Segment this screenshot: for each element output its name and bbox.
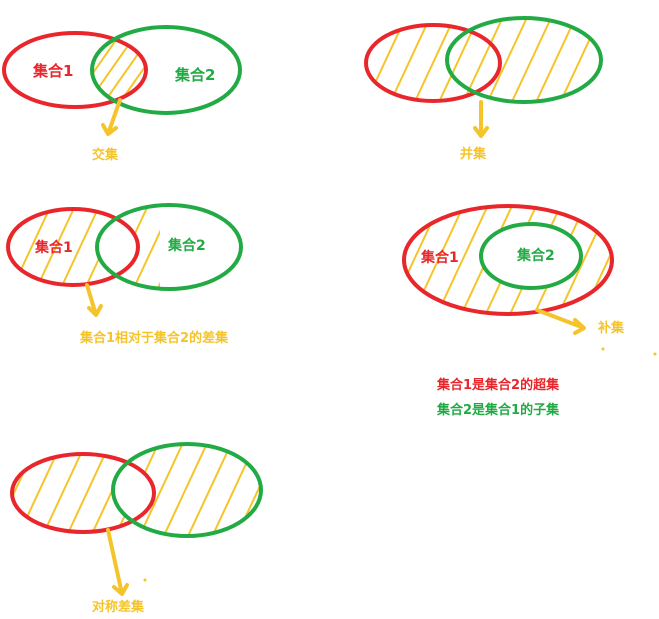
stray-dot [143, 578, 147, 582]
difference-panel: 集合1 集合2 集合1相对于集合2的差集 [6, 203, 243, 346]
set2-label: 集合2 [516, 247, 555, 264]
intersection-arrow [101, 98, 122, 136]
set2-ellipse [95, 203, 243, 291]
symmetric-difference-arrow [106, 528, 129, 596]
set1-ellipse [402, 204, 614, 316]
set1-ellipse [6, 207, 140, 287]
complement-caption: 补集 [597, 320, 625, 336]
set1-label: 集合1 [32, 62, 73, 80]
union-arrow [473, 100, 489, 138]
intersection-caption: 交集 [92, 147, 119, 163]
set2-ellipse [90, 25, 242, 115]
superset-note: 集合1是集合2的超集 [436, 377, 560, 393]
set2-ellipse [445, 16, 603, 104]
complement-arrow [535, 308, 586, 335]
difference-caption: 集合1相对于集合2的差集 [79, 330, 229, 346]
set2-ellipse [111, 442, 263, 538]
stray-dot [653, 352, 657, 356]
set1-ellipse [2, 31, 148, 109]
set2-label: 集合2 [167, 237, 206, 254]
complement-panel: 集合1 集合2 补集 集合1是集合2的超集 集合2是集合1的子集 [402, 204, 657, 418]
set1-ellipse [10, 452, 156, 534]
set2-ellipse [479, 222, 583, 290]
union-panel: 并集 [364, 16, 603, 162]
symmetric-difference-caption: 对称差集 [92, 599, 145, 615]
set1-label: 集合1 [420, 249, 459, 266]
intersection-panel: 集合1 集合2 交集 [2, 25, 242, 163]
set1-label: 集合1 [34, 239, 73, 256]
set2-label: 集合2 [174, 66, 215, 84]
symmetric-difference-panel: 对称差集 [10, 442, 263, 615]
set1-ellipse [364, 23, 502, 103]
union-caption: 并集 [460, 146, 487, 162]
subset-note: 集合2是集合1的子集 [436, 402, 560, 418]
difference-arrow [85, 283, 103, 317]
stray-dot [601, 347, 605, 351]
